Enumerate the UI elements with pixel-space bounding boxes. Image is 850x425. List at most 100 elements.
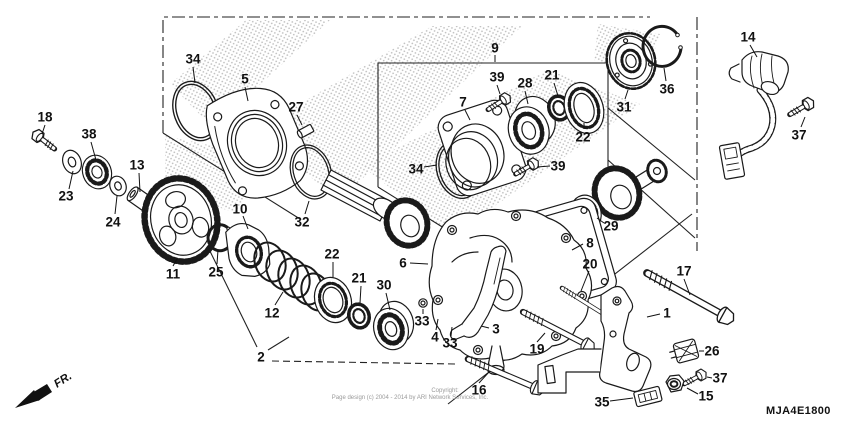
diagram-code: MJA4E1800: [766, 405, 831, 417]
ring-33-a-drawing: [418, 298, 428, 308]
spring-12-drawing: [253, 241, 332, 312]
part-number-label: 19: [529, 342, 544, 357]
bolt-18-drawing: [29, 128, 58, 154]
part-number-label: 39: [489, 70, 504, 85]
leader-line: [41, 124, 46, 135]
part-drawings: [29, 24, 816, 408]
hub-10-drawing: [225, 222, 271, 277]
washer-23-drawing: [61, 149, 83, 175]
leader-line: [385, 292, 391, 311]
part-number-label: 39: [550, 159, 565, 174]
leader-line: [192, 66, 196, 84]
part-number-label: 5: [241, 72, 249, 87]
part-number-label: 7: [459, 95, 467, 110]
copyright-line-1: Copyright:: [431, 388, 459, 394]
leader-line: [296, 114, 303, 126]
part-number-label: 2: [257, 350, 265, 365]
bolt-37-upper-drawing: [787, 96, 816, 120]
part-number-label: 16: [471, 383, 487, 398]
leader-line: [423, 164, 438, 168]
fr-direction-arrow: FR.: [15, 370, 74, 408]
output-shaft-drawing: [320, 169, 431, 249]
leader-line: [409, 262, 429, 265]
part-number-label: 21: [544, 68, 560, 83]
part-number-label: 15: [698, 389, 714, 404]
part-number-label: 33: [442, 336, 458, 351]
part-number-label: 27: [288, 100, 303, 115]
part-number-label: 17: [676, 264, 691, 279]
leader-line: [114, 195, 118, 215]
leader-line: [480, 325, 490, 329]
leader-line: [524, 90, 529, 105]
nut-15-drawing: [665, 374, 685, 393]
speed-sensor-14-drawing: [718, 51, 789, 180]
dowel-pin-27-drawing: [296, 123, 315, 139]
switch-26-drawing: [669, 338, 700, 364]
part-number-label: 8: [586, 236, 594, 251]
part-number-label: 24: [105, 215, 121, 230]
leader-line: [274, 291, 284, 306]
part-number-label: 32: [294, 215, 309, 230]
part-number-label: 37: [791, 128, 806, 143]
clutch-lever-3-drawing: [449, 245, 507, 341]
part-number-label: 9: [491, 41, 499, 56]
leader-line: [536, 165, 551, 168]
washer-24-drawing: [109, 175, 127, 197]
part-number-label: 20: [582, 257, 597, 272]
leader-line: [646, 313, 661, 318]
leader-line: [800, 116, 806, 128]
leader-line: [90, 141, 97, 161]
part-number-label: 33: [414, 314, 430, 329]
part-number-label: 35: [594, 395, 610, 410]
bearing-holder-7-drawing: [437, 99, 527, 197]
leader-line: [609, 397, 634, 402]
part-number-label: 22: [324, 247, 339, 262]
leader-line: [359, 285, 362, 304]
part-number-label: 18: [37, 110, 53, 125]
spline-washer-22-upper-drawing: [563, 81, 605, 135]
part-number-label: 34: [185, 52, 201, 67]
leader-line: [450, 326, 453, 337]
part-number-label: 26: [704, 344, 720, 359]
bearing-28-drawing: [507, 95, 556, 155]
gear-11-drawing: [141, 175, 221, 265]
leader-line: [553, 82, 559, 97]
part-number-label: 34: [408, 162, 424, 177]
leader-line: [304, 200, 310, 215]
part-number-label: 14: [740, 30, 756, 45]
part-number-label: 37: [712, 371, 727, 386]
leader-line: [244, 86, 249, 102]
bracket-1-drawing: [537, 285, 652, 394]
circlip-36-drawing: [641, 24, 683, 68]
part-number-label: 6: [399, 256, 407, 271]
part-number-label: 29: [603, 219, 618, 234]
leader-line: [242, 215, 249, 230]
leader-line: [68, 170, 74, 190]
leader-line: [596, 217, 605, 224]
part-number-label: 31: [616, 100, 632, 115]
part-number-label: 3: [492, 322, 500, 337]
leader-line: [216, 249, 219, 265]
side-cover-5-drawing: [205, 87, 309, 199]
part-number-label: 12: [264, 306, 279, 321]
leader-line: [683, 278, 691, 296]
leader-line: [172, 258, 178, 267]
leader-line: [464, 109, 471, 121]
leader-line: [435, 318, 439, 331]
leader-lines: [41, 44, 806, 402]
leader-line: [663, 67, 667, 82]
part-number-label: 22: [575, 130, 590, 145]
part-number-label: 10: [232, 202, 247, 217]
part-number-label: 11: [166, 267, 181, 282]
leader-line: [580, 270, 590, 292]
bearing-30-drawing: [372, 300, 415, 351]
copyright-line-2: Page design (c) 2004 - 2014 by ARI Netwo…: [332, 395, 489, 401]
part-number-label: 25: [208, 265, 224, 280]
leader-line: [706, 376, 713, 379]
leader-line: [138, 172, 141, 193]
spline-washer-22-lower-drawing: [313, 276, 353, 324]
part-number-label: 30: [376, 278, 391, 293]
leader-line: [536, 332, 546, 343]
